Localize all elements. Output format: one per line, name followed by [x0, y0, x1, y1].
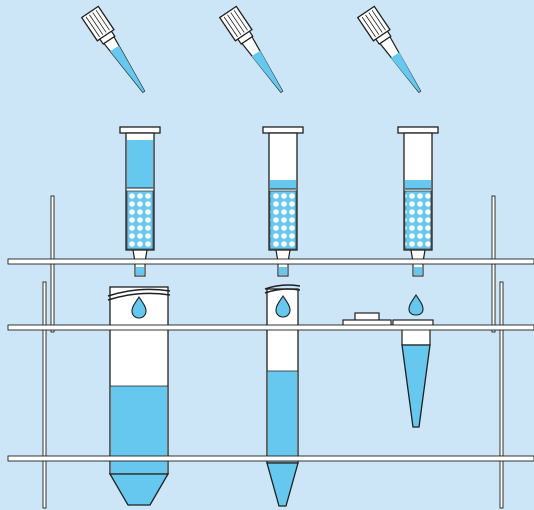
spin-column-3	[397, 126, 439, 277]
rack-post	[499, 281, 504, 509]
pipette-2	[218, 5, 284, 93]
drop-icon	[408, 294, 424, 316]
spin-column-icon	[119, 126, 161, 277]
rack-top-bar	[7, 258, 534, 265]
collection-tube-small	[342, 294, 434, 428]
spin-column-2	[262, 126, 304, 277]
spin-column-icon	[397, 126, 439, 277]
pipette-icon	[218, 5, 284, 93]
rack-middle-bar	[7, 324, 534, 331]
rack-front-posts	[42, 281, 504, 509]
pipette-icon	[80, 5, 146, 93]
spin-column-icon	[262, 126, 304, 277]
drop-icon	[131, 296, 147, 319]
rack-post	[42, 281, 47, 509]
conical-tube-50ml-icon	[107, 286, 171, 506]
drop-icon	[275, 295, 291, 318]
conical-tube-15ml-icon	[264, 284, 301, 507]
pipette-icon	[356, 5, 422, 93]
rack-bottom-bar	[7, 455, 534, 462]
pipette-1	[80, 5, 146, 93]
microcentrifuge-tube-icon	[342, 312, 434, 428]
pipette-3	[356, 5, 422, 93]
collection-tube-medium	[264, 284, 301, 507]
collection-tube-large	[107, 286, 171, 506]
spin-column-1	[119, 126, 161, 277]
